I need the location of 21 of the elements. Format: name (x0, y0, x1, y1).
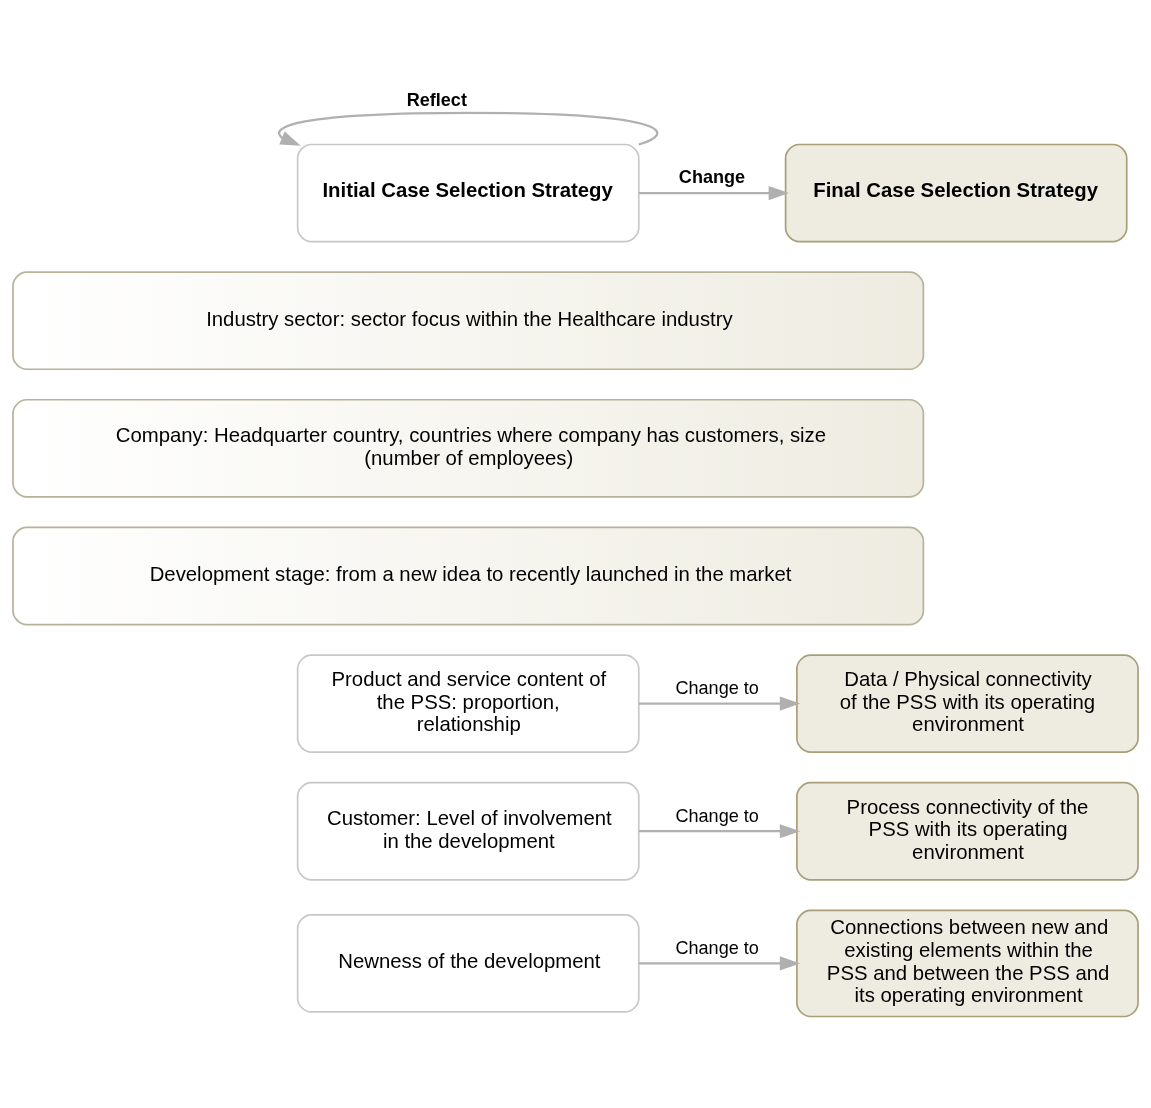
node-box: Industry sector: sector focus within the Healthcare industry (12, 270, 925, 370)
node-box: Customer: Level of involvement in the development (296, 781, 640, 881)
arrow (278, 111, 658, 146)
edge-label: Change (678, 166, 746, 187)
arrow (638, 955, 801, 971)
node-box: Product and service content of the PSS: proportion, relationship (296, 653, 640, 753)
node-box: Connections between new and existing elements within the PSS and between the PSS and its operating environment (796, 908, 1139, 1017)
node-box: Company: Headquarter country, countries where company has customers, size (number of employees) (12, 398, 925, 498)
node-box: Process connectivity of the PSS with its operating environment (796, 781, 1139, 881)
arrow (638, 695, 801, 711)
edge-label: Change to (675, 937, 759, 958)
node-box: Newness of the development (296, 913, 640, 1013)
arrow (638, 823, 801, 838)
node-box: Initial Case Selection Strategy (296, 143, 640, 242)
node-box: Data / Physical connectivity of the PSS with its operating environment (796, 653, 1139, 753)
edge-label: Change to (675, 677, 759, 698)
edge-label: Reflect (406, 89, 467, 110)
arrow (638, 185, 789, 200)
node-box: Final Case Selection Strategy (784, 143, 1128, 242)
edge-label: Change to (675, 805, 759, 826)
node-box: Development stage: from a new idea to recently launched in the market (12, 526, 925, 625)
